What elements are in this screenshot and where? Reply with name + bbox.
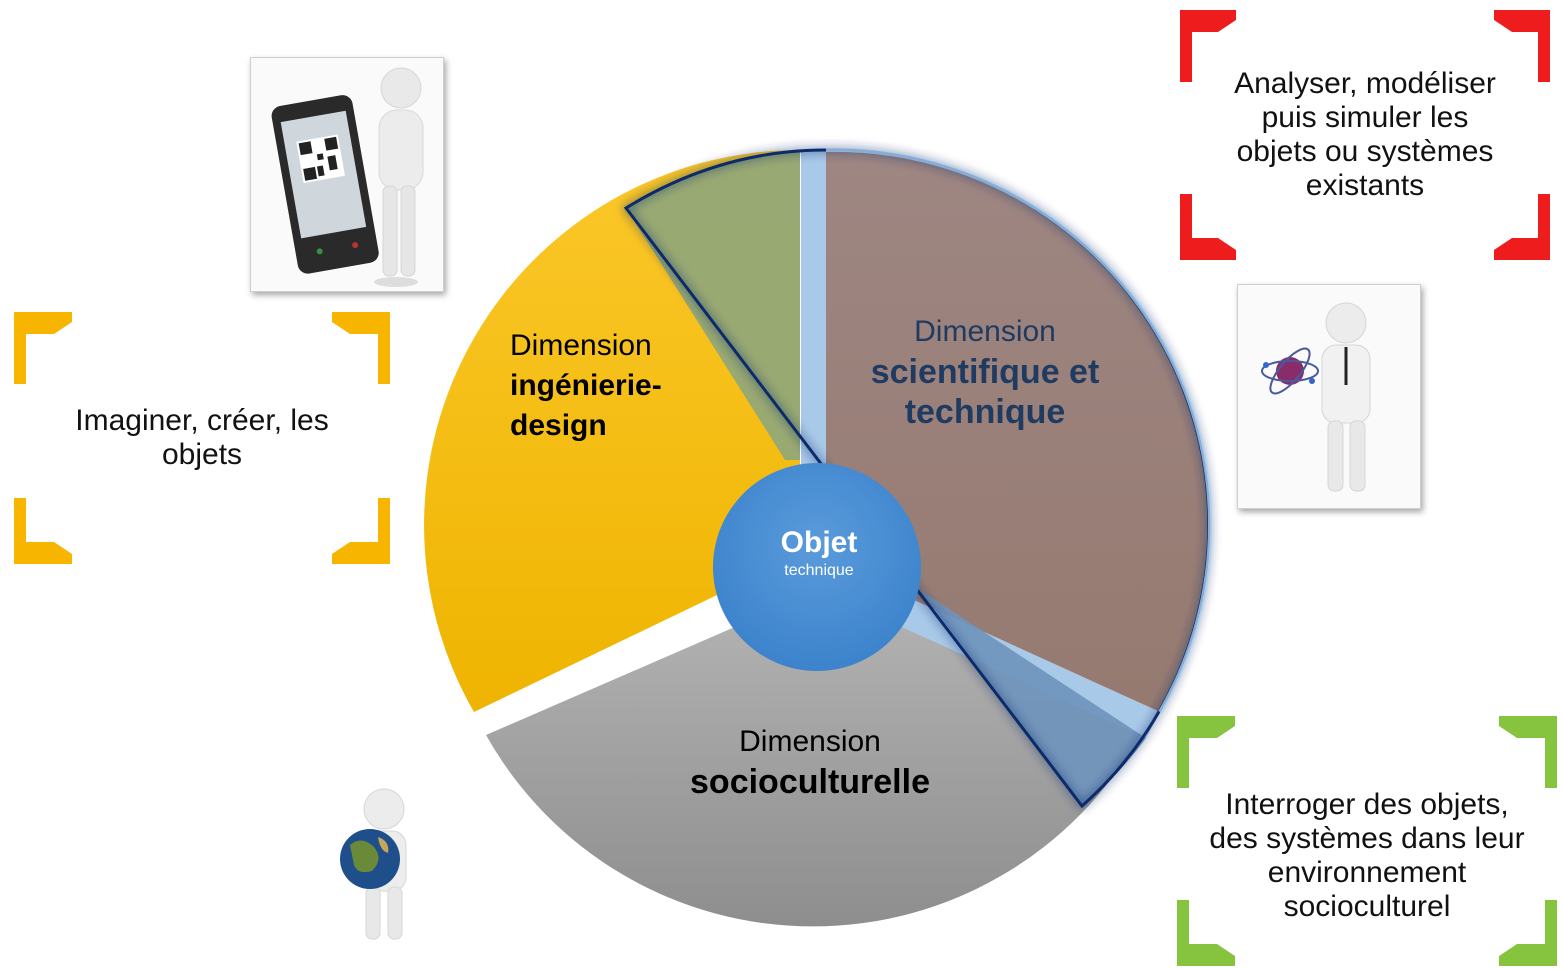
label-socioculturelle-line1: Dimension <box>739 725 881 758</box>
label-ingenierie-line2a: ingénierie- <box>510 369 662 402</box>
bracket-yellow <box>14 312 390 564</box>
person-holding-globe-icon <box>262 775 484 942</box>
box-analyser: Analyser, modéliser puis simuler les obj… <box>1180 10 1550 260</box>
box-imaginer: Imaginer, créer, les objets <box>14 312 390 564</box>
segment-overlay-lower <box>920 590 1146 806</box>
segment-overlay-upper <box>626 150 800 460</box>
segment-glow <box>825 147 1212 713</box>
image-globe <box>262 775 484 942</box>
scientist-with-atom-icon <box>1238 285 1420 508</box>
center-circle <box>713 463 921 671</box>
segment-scientifique <box>826 149 1211 713</box>
label-socioculturelle: Dimension socioculturelle <box>650 722 970 802</box>
center-subtitle: technique <box>784 562 854 579</box>
segment-socioculturelle <box>486 590 1140 927</box>
box-imaginer-text: Imaginer, créer, les objets <box>75 404 329 471</box>
label-scientifique-line1: Dimension <box>914 315 1056 348</box>
label-scientifique-line2a: scientifique et <box>870 353 1100 391</box>
bracket-red <box>1180 10 1550 260</box>
label-scientifique-line2b: technique <box>904 393 1066 431</box>
image-phone <box>250 57 444 292</box>
label-ingenierie-line1: Dimension <box>510 329 652 362</box>
box-interroger-text: Interroger des objets, des systèmes dans… <box>1209 788 1525 923</box>
person-with-smartphone-qr-icon <box>251 58 443 291</box>
image-scientist <box>1237 284 1421 509</box>
center-label: Objet technique <box>716 525 922 581</box>
label-ingenierie: Dimension ingénierie- design <box>470 326 710 446</box>
label-ingenierie-line2b: design <box>510 409 607 442</box>
bracket-green <box>1177 716 1557 966</box>
center-title: Objet <box>780 526 858 559</box>
label-socioculturelle-line2: socioculturelle <box>690 763 930 801</box>
box-analyser-text: Analyser, modéliser puis simuler les obj… <box>1234 67 1496 202</box>
box-interroger: Interroger des objets, des systèmes dans… <box>1177 716 1557 966</box>
label-scientifique: Dimension scientifique et technique <box>840 312 1130 432</box>
